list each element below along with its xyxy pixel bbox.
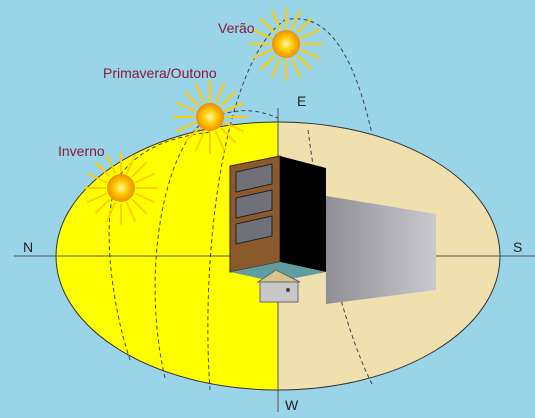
small-structure-body [259, 281, 299, 303]
cardinal-south: S [513, 239, 522, 255]
window-icon [235, 215, 273, 245]
house-icon [229, 155, 326, 303]
sun-icon [84, 151, 158, 225]
cardinal-west: W [285, 397, 299, 413]
shadow-shape [326, 196, 436, 304]
summer-path [207, 18, 373, 391]
cardinal-north: N [23, 239, 33, 255]
equinox-path [154, 110, 279, 379]
window-icon [235, 163, 273, 193]
sun-icon [249, 7, 323, 81]
window-icon [235, 189, 273, 219]
small-structure-door [286, 288, 290, 292]
label-spring-autumn: Primavera/Outono [103, 65, 217, 81]
building-dark-side [280, 156, 326, 272]
cardinal-east: E [297, 93, 306, 109]
label-summer: Verão [218, 20, 255, 36]
label-winter: Inverno [58, 143, 105, 159]
sun-icon [173, 80, 247, 154]
